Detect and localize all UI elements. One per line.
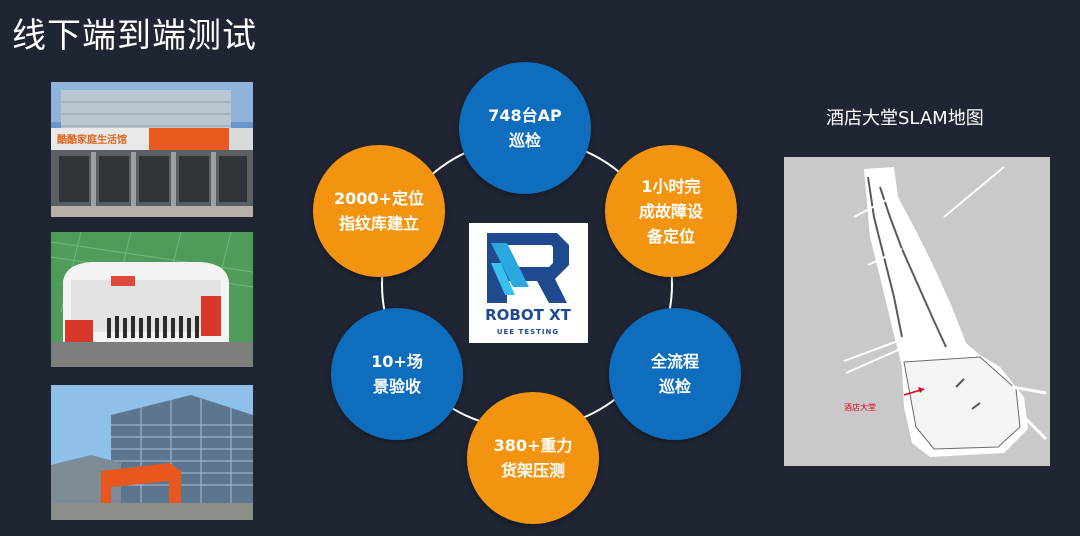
node-patrol-ap-line2: 巡检: [508, 131, 541, 150]
slam-map-drawing: [784, 157, 1050, 466]
storefront-photo: 酷酷家庭生活馆: [51, 82, 253, 217]
node-full-patrol: 全流程 巡检: [609, 308, 741, 440]
map-marker-arrowhead: [918, 387, 924, 393]
node-fault-locate-line1: 1小时完: [641, 176, 701, 196]
node-stress-test-line2: 货架压测: [500, 461, 565, 480]
building-illustration: [51, 385, 253, 520]
node-fingerprint: 2000+定位 指纹库建立: [313, 145, 445, 277]
node-fingerprint-line1: 2000+定位: [334, 189, 424, 208]
store-sign-left: 酷酷家庭生活馆: [57, 133, 127, 146]
map-location-label: 酒店大堂: [844, 403, 876, 412]
robot-xt-logo: ROBOT XT UEE TESTING: [469, 223, 588, 343]
node-stress-test-line1: 380+重力: [493, 436, 573, 455]
page-title: 线下端到端测试: [12, 16, 257, 56]
node-stress-test: 380+重力 货架压测: [467, 392, 599, 524]
node-patrol-ap: 748台AP 巡检: [459, 62, 591, 194]
node-full-patrol-line1: 全流程: [650, 352, 699, 371]
node-scene-accept-line1: 10+场: [371, 352, 423, 371]
map-title: 酒店大堂SLAM地图: [826, 108, 984, 129]
robot-xt-logo-mark: ROBOT XT UEE TESTING: [485, 233, 572, 336]
pavilion-illustration: [51, 232, 253, 367]
slam-map: [784, 157, 1050, 466]
node-fingerprint-line2: 指纹库建立: [338, 214, 419, 233]
node-scene-accept-line2: 景验收: [372, 377, 421, 396]
node-fault-locate-line3: 备定位: [646, 226, 695, 246]
node-fault-locate-line2: 成故障设: [638, 201, 703, 221]
tmall-pavilion-photo: [51, 232, 253, 367]
node-full-patrol-line2: 巡检: [658, 377, 691, 396]
office-building-photo: [51, 385, 253, 520]
logo-brand-text: ROBOT XT: [485, 306, 572, 324]
storefront-illustration: 酷酷家庭生活馆: [51, 82, 253, 217]
node-scene-accept: 10+场 景验收: [331, 308, 463, 440]
logo-tagline-text: UEE TESTING: [497, 328, 559, 336]
node-patrol-ap-line1: 748台AP: [488, 106, 562, 125]
node-fault-locate: 1小时完 成故障设 备定位: [605, 145, 737, 277]
